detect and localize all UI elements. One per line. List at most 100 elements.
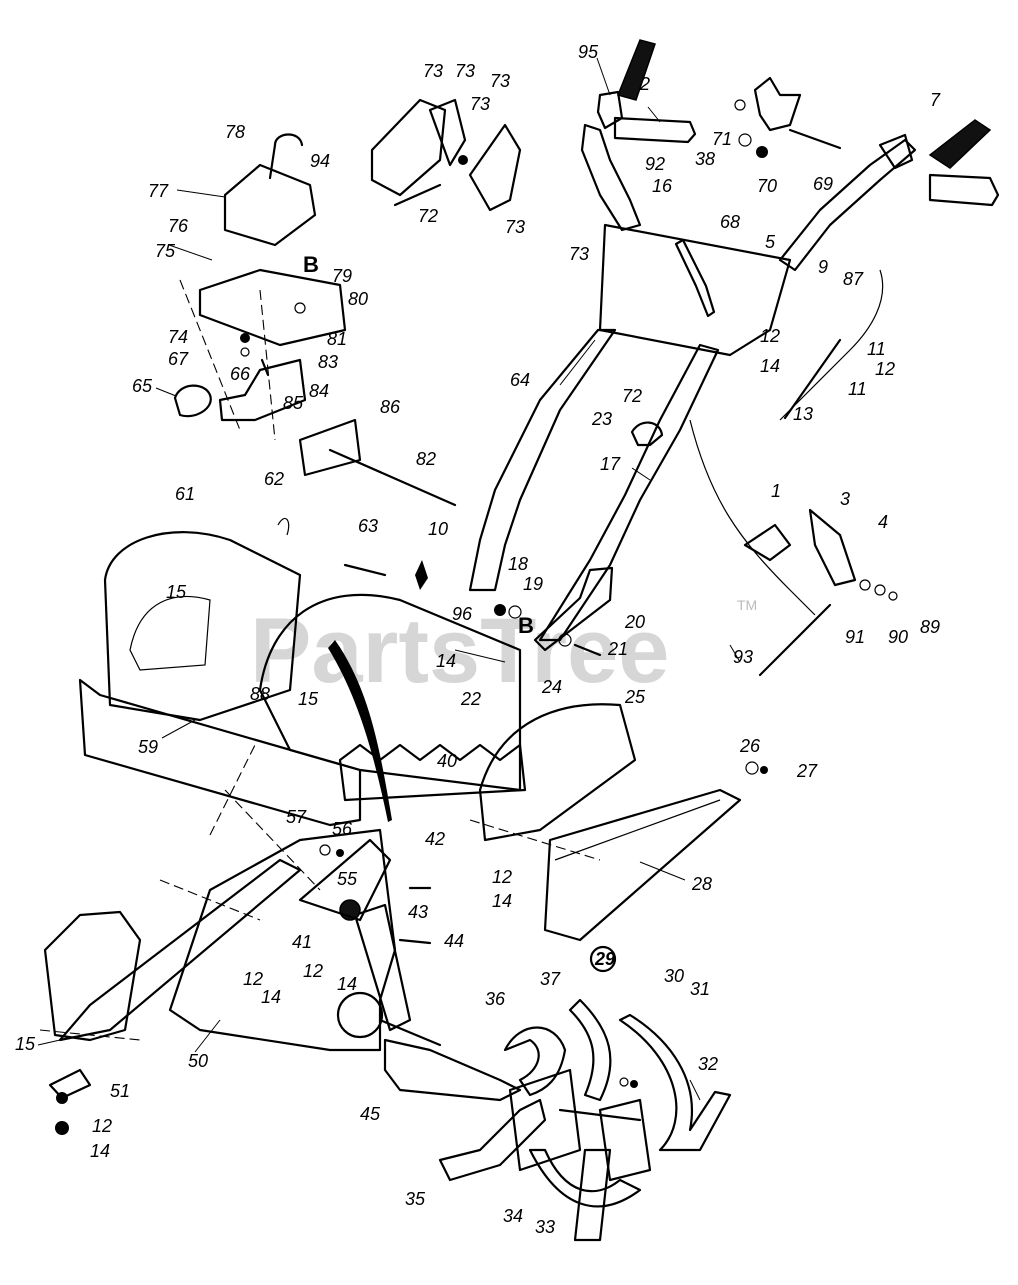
depth-bar — [353, 903, 412, 1032]
callout-label: 93 — [733, 647, 753, 667]
callout-label: 63 — [358, 516, 378, 536]
callout-label: 81 — [327, 329, 347, 349]
callout-label: 89 — [920, 617, 940, 637]
callout-label: 66 — [230, 364, 251, 384]
callout-label: 43 — [408, 902, 428, 922]
clamp-23 — [630, 421, 664, 447]
nut-79 — [294, 302, 306, 314]
bolt-21 — [573, 643, 602, 657]
callout-label: 69 — [813, 174, 833, 194]
transmission-housing-50 — [168, 828, 397, 1052]
handle-tube-64 — [468, 328, 617, 592]
tine-assembly — [438, 945, 732, 1242]
rod-72 — [393, 183, 442, 207]
callout-label: 35 — [405, 1189, 426, 1209]
callout-label: 14 — [337, 974, 357, 994]
washer-30 — [619, 1077, 629, 1087]
axle-hub — [336, 991, 384, 1039]
callout-label: 37 — [540, 969, 561, 989]
dash-line-7 — [39, 1029, 141, 1041]
plate-86 — [298, 418, 362, 477]
callout-label: 5 — [765, 232, 776, 252]
nut-18 — [494, 604, 506, 616]
callout-label: 19 — [523, 574, 543, 594]
dash-line-5 — [469, 819, 601, 861]
callout-label: 73 — [470, 94, 490, 114]
callout-leaders — [37, 57, 741, 1101]
speed-bracket-assembly — [370, 98, 522, 212]
tine-33 — [573, 1148, 612, 1242]
throttle-cable — [689, 419, 816, 616]
pin-63 — [343, 563, 387, 577]
callout-label: 4 — [878, 512, 888, 532]
callout-label: 16 — [652, 176, 673, 196]
handle-assembly — [468, 39, 1000, 677]
callout-label: 11 — [867, 339, 886, 359]
callout-label: 79 — [332, 266, 352, 286]
callout-label: 30 — [664, 966, 684, 986]
callout-label: 83 — [318, 352, 338, 372]
nut-74 — [240, 333, 250, 343]
badge-29-ring — [589, 945, 617, 973]
right-shield-25 — [478, 703, 637, 842]
callout-label: 72 — [622, 386, 642, 406]
bracket-56 — [298, 838, 392, 922]
callout-label: 96 — [452, 604, 473, 624]
shield-bar-59 — [78, 678, 362, 827]
bracket-cover-73c — [468, 123, 522, 212]
lever-95 — [596, 90, 624, 130]
marker-b-lower: B — [518, 613, 534, 638]
callout-label: 77 — [148, 181, 169, 201]
right-handle-bar — [778, 138, 917, 272]
callout-label: 65 — [132, 376, 153, 396]
washer-26 — [745, 761, 759, 775]
clutch-bracket — [753, 76, 802, 132]
callout-label: 94 — [310, 151, 330, 171]
tine-34 — [528, 1148, 642, 1208]
nut-71 — [734, 99, 746, 111]
callout-label: 14 — [492, 891, 512, 911]
left-shield-61 — [103, 531, 302, 722]
nut-57 — [336, 849, 344, 857]
callout-label: 56 — [332, 819, 353, 839]
callout-label: 73 — [423, 61, 443, 81]
bracket-lever-73b — [428, 98, 467, 167]
washer-20 — [558, 633, 572, 647]
callout-label: 92 — [645, 154, 665, 174]
callout-label: 9 — [818, 257, 828, 277]
callout-label: 22 — [460, 689, 481, 709]
right-lever — [878, 133, 914, 170]
plate-77 — [223, 163, 317, 247]
dash-line-6 — [224, 789, 321, 891]
callout-label: 78 — [225, 122, 245, 142]
transmission-frame — [43, 828, 522, 1135]
callout-label: 87 — [843, 269, 864, 289]
left-hand-grip — [613, 116, 697, 144]
callout-label: 18 — [508, 554, 528, 574]
tine-35 — [438, 1098, 547, 1182]
pin-66 — [260, 358, 270, 377]
callout-label: 71 — [712, 129, 732, 149]
nut-70 — [756, 146, 768, 158]
callout-label: 14 — [436, 651, 456, 671]
tine-hub — [508, 1068, 582, 1172]
callout-label: 74 — [168, 327, 188, 347]
callout-label: 12 — [92, 1116, 112, 1136]
callout-label: 44 — [444, 931, 464, 951]
axle-shaft — [378, 1018, 442, 1047]
plate-75 — [198, 268, 347, 347]
callout-label: 23 — [591, 409, 612, 429]
dash-line-2 — [259, 289, 276, 441]
callout-label: 11 — [848, 379, 867, 399]
callout-label: 67 — [168, 349, 189, 369]
callout-label: 51 — [110, 1081, 130, 1101]
callout-label: 36 — [485, 989, 506, 1009]
callout-label: 61 — [175, 484, 195, 504]
lever-3 — [808, 508, 857, 587]
callout-label: 14 — [760, 356, 780, 376]
callout-label: 86 — [380, 397, 401, 417]
frame-bar — [58, 858, 302, 1042]
callout-label: 38 — [695, 149, 715, 169]
callout-label: 90 — [888, 627, 908, 647]
